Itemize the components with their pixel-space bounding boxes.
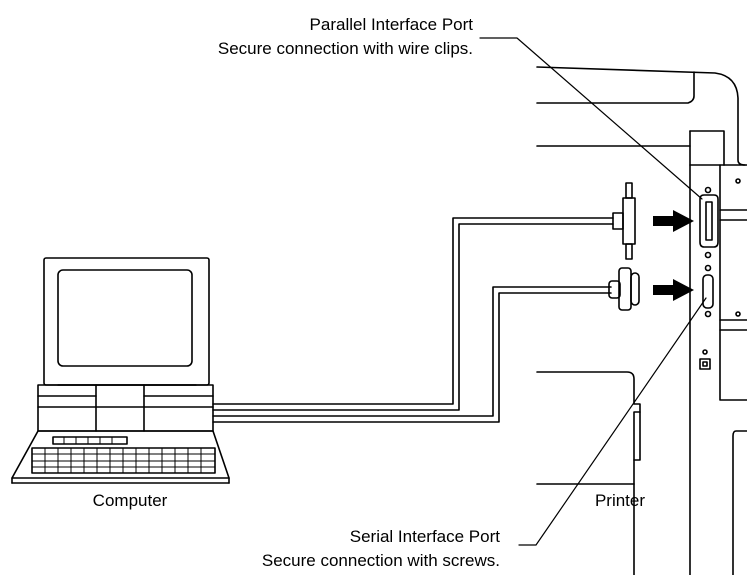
printer-illustration — [536, 66, 747, 575]
serial-callout-leader — [518, 297, 707, 546]
serial-interface-port — [702, 264, 714, 318]
printer-label: Printer — [594, 491, 646, 510]
serial-port-title: Serial Interface Port — [349, 527, 500, 546]
serial-insert-arrow — [653, 279, 694, 301]
serial-cable — [212, 286, 612, 423]
parallel-interface-port — [699, 186, 719, 259]
parallel-cable — [212, 217, 614, 411]
parallel-port-note: Secure connection with wire clips. — [217, 39, 473, 58]
serial-port-note: Secure connection with screws. — [261, 551, 500, 570]
computer-label: Computer — [92, 491, 168, 510]
monitor — [43, 257, 210, 386]
parallel-port-title: Parallel Interface Port — [309, 15, 473, 34]
parallel-insert-arrow — [653, 210, 694, 232]
system-unit — [37, 384, 214, 432]
parallel-cable-connector — [612, 182, 636, 260]
serial-cable-connector — [608, 267, 640, 311]
keyboard — [11, 430, 230, 484]
small-port — [699, 349, 711, 370]
parallel-callout-leader — [479, 37, 703, 200]
computer-illustration — [11, 257, 230, 484]
